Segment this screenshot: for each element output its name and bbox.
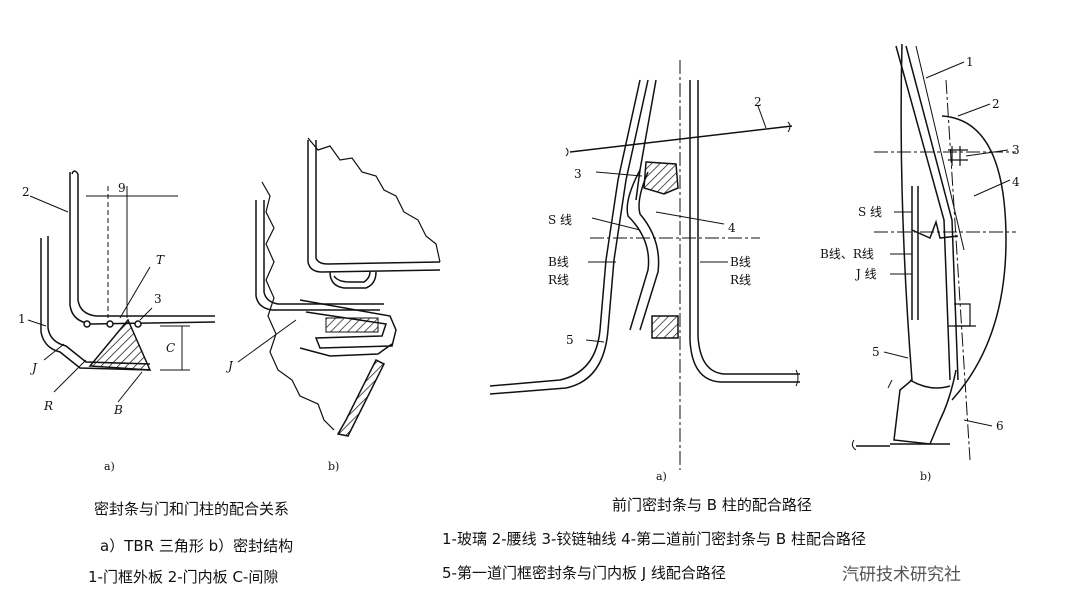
label-rb-6: 6 bbox=[996, 419, 1004, 433]
label-rb-1: 1 bbox=[966, 55, 974, 69]
label-dim-9: 9 bbox=[118, 181, 126, 195]
label-J: J bbox=[29, 361, 38, 375]
figure-right-b bbox=[851, 43, 1016, 461]
label-rb-br: B线、R线 bbox=[820, 247, 874, 261]
label-R: R bbox=[43, 399, 53, 413]
label-B: B bbox=[113, 403, 123, 417]
label-rb-2: 2 bbox=[992, 97, 1000, 111]
label-rb-5: 5 bbox=[872, 345, 880, 359]
label-ra-r-right: R线 bbox=[730, 273, 751, 287]
label-rb-j: J 线 bbox=[854, 267, 877, 281]
label-ra-r-left: R线 bbox=[548, 273, 569, 287]
sublabel-right-a: a) bbox=[656, 470, 667, 483]
label-b-J: J bbox=[225, 359, 234, 373]
label-rb-s: S 线 bbox=[858, 205, 882, 219]
label-T: T bbox=[156, 253, 165, 267]
sublabel-right-b: b) bbox=[920, 470, 931, 483]
watermark: 汽研技术研究社 bbox=[842, 565, 961, 585]
label-ra-3: 3 bbox=[574, 167, 582, 181]
label-C: C bbox=[166, 341, 175, 355]
label-ra-4: 4 bbox=[728, 221, 736, 235]
caption-right-title: 前门密封条与 B 柱的配合路径 bbox=[612, 496, 812, 514]
sublabel-left-b: b) bbox=[328, 460, 339, 473]
caption-right-line1: 1-玻璃 2-腰线 3-铰链轴线 4-第二道前门密封条与 B 柱配合路径 bbox=[442, 530, 866, 548]
label-2: 2 bbox=[22, 185, 30, 199]
label-1: 1 bbox=[18, 312, 26, 326]
label-ra-2: 2 bbox=[754, 95, 762, 109]
figure-left-b bbox=[237, 137, 441, 437]
figure-right-a bbox=[489, 60, 800, 470]
caption-left-line1: a）TBR 三角形 b）密封结构 bbox=[100, 537, 294, 555]
label-3: 3 bbox=[154, 292, 162, 306]
figure-left-a bbox=[27, 170, 216, 403]
label-ra-s: S 线 bbox=[548, 213, 572, 227]
label-ra-5: 5 bbox=[566, 333, 574, 347]
label-rb-3: 3 bbox=[1012, 143, 1020, 157]
caption-left-line2: 1-门框外板 2-门内板 C-间隙 bbox=[88, 568, 279, 586]
label-ra-b-left: B线 bbox=[548, 255, 569, 269]
label-ra-b-right: B线 bbox=[730, 255, 751, 269]
caption-left-title: 密封条与门和门柱的配合关系 bbox=[94, 500, 290, 518]
label-rb-4: 4 bbox=[1012, 175, 1020, 189]
sublabel-left-a: a) bbox=[104, 460, 115, 473]
caption-right-line2: 5-第一道门框密封条与门内板 J 线配合路径 bbox=[442, 564, 726, 582]
